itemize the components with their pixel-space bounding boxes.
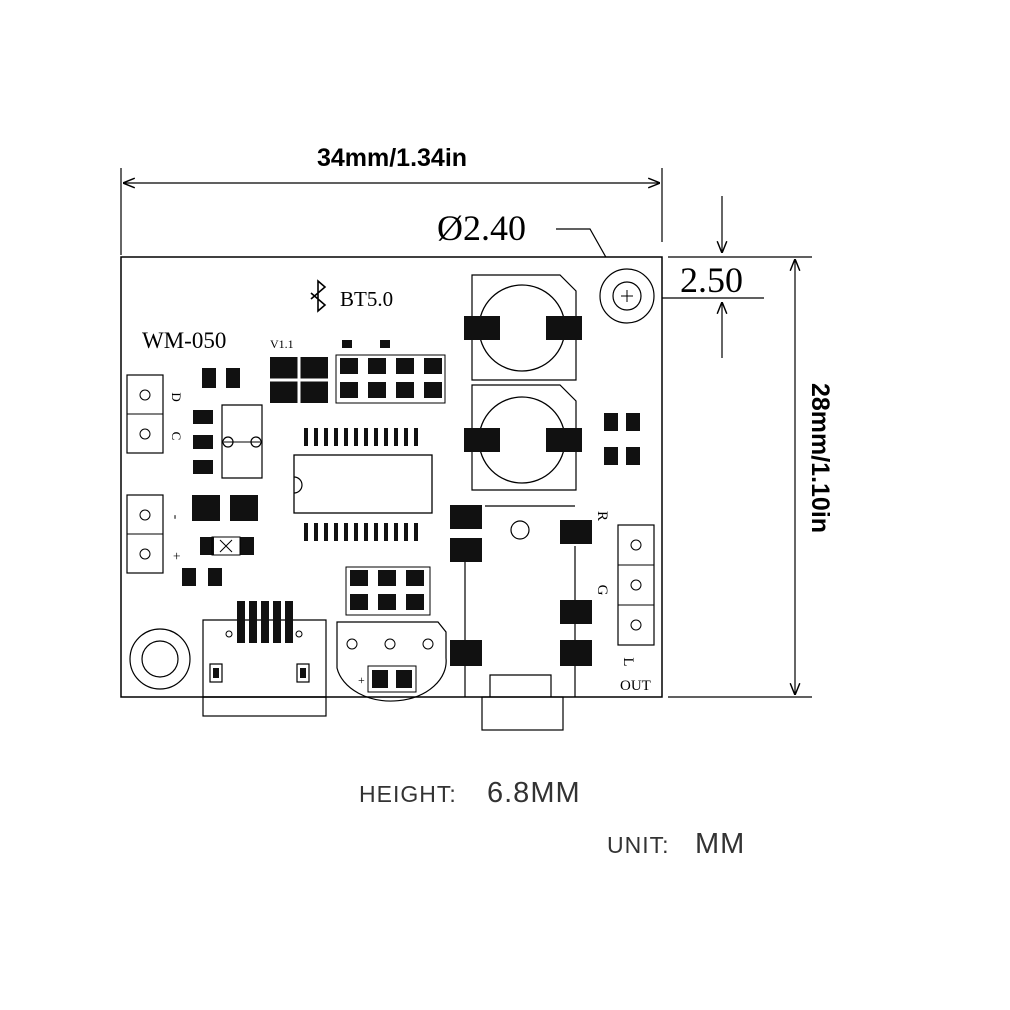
connector-power: - + <box>126 494 183 574</box>
bluetooth-icon <box>310 279 327 313</box>
main-ic <box>293 428 433 541</box>
hole-offset-label: 2.50 <box>680 260 743 300</box>
output-label: OUT <box>620 678 651 694</box>
capacitor-top <box>464 274 582 381</box>
pad-grid-bottom <box>345 566 431 616</box>
pin-label-minus: - <box>168 515 183 520</box>
board-model-label: WM-050 <box>142 328 226 353</box>
unit-note: UNIT: MM <box>607 828 745 860</box>
hole-offset-dimension: 2.50 <box>628 196 764 358</box>
pin-label-c: C <box>169 432 184 441</box>
pin-label-plus: + <box>168 552 183 560</box>
unit-note-value: MM <box>695 828 745 860</box>
connector-output: R G L OUT <box>594 511 655 694</box>
capacitor-bottom <box>464 384 582 491</box>
height-note-key: HEIGHT: <box>359 781 457 807</box>
height-note: HEIGHT: 6.8MM <box>359 777 581 809</box>
hole-diameter-callout: Ø2.40 <box>437 208 613 269</box>
power-transistor <box>270 357 328 403</box>
board-version-label: V1.1 <box>270 337 294 351</box>
audio-jack <box>450 505 592 731</box>
bluetooth-badge: BT5.0 <box>310 279 393 313</box>
oscillator-component <box>221 404 263 479</box>
width-dimension: 34mm/1.34in <box>120 144 663 255</box>
bluetooth-version-label: BT5.0 <box>340 287 393 311</box>
connector-dc: D C <box>126 374 184 454</box>
pad-grid-top <box>335 354 446 404</box>
pin-label-r: R <box>594 511 610 521</box>
micro-usb-connector <box>202 601 327 717</box>
height-dimension: 28mm/1.10in <box>668 256 834 698</box>
microphone-component: + <box>336 621 447 702</box>
pin-label-d: D <box>169 392 184 401</box>
smd-pads <box>182 340 640 586</box>
mic-plus-mark: + <box>358 673 365 687</box>
unit-note-key: UNIT: <box>607 832 670 858</box>
hole-leader-line <box>556 228 613 269</box>
hole-diameter-label: Ø2.40 <box>437 208 526 248</box>
pin-label-l: L <box>620 657 636 666</box>
diode-part <box>211 536 241 556</box>
width-label: 34mm/1.34in <box>317 144 467 172</box>
mounting-hole-top-right <box>599 268 655 324</box>
pin-label-g: G <box>594 585 610 596</box>
mounting-hole-bottom-left <box>129 628 191 690</box>
height-note-value: 6.8MM <box>487 777 581 809</box>
height-label: 28mm/1.10in <box>806 383 834 533</box>
